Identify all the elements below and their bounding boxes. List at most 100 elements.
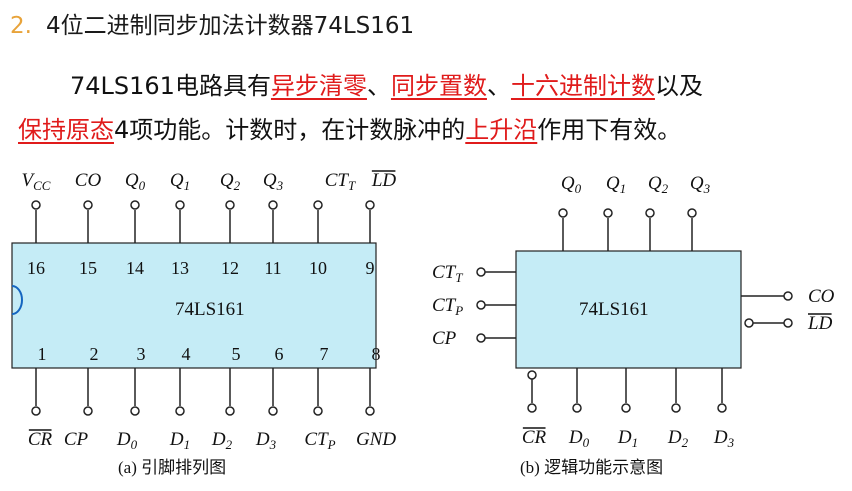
pin-label-main: Q — [125, 170, 139, 191]
pin-terminal — [621, 403, 631, 413]
pin-label-main: V — [22, 170, 36, 191]
chip-a-bottom-pin: 5D2 — [211, 344, 241, 452]
pin-label: Q3 — [690, 173, 711, 196]
chip-b-bottom-pin: D2 — [667, 368, 689, 450]
chip-b-left-pin: CP — [432, 328, 516, 349]
chip-a-top-pin: 12 Q2 — [220, 170, 241, 278]
pin-terminal — [83, 200, 93, 210]
inversion-bubble — [527, 370, 537, 380]
pin-arrangement-diagram: 74LS161 16VCC15CO14Q013Q112Q211Q310CTT9L… — [11, 170, 397, 477]
pin-terminal — [527, 403, 537, 413]
pin-label: D0 — [116, 429, 138, 452]
pin-label: D2 — [211, 429, 233, 452]
pin-number: 11 — [264, 258, 281, 278]
pin-label-main: CO — [808, 286, 835, 307]
pin-label-main: CT — [432, 262, 457, 283]
pin-label-main: D — [169, 429, 184, 450]
chip-b-right-pin: LD — [744, 313, 833, 334]
paragraph-text: 、 — [486, 72, 511, 100]
pin-label: GND — [356, 429, 396, 450]
heading-number: 2. — [10, 13, 32, 39]
pin-label: CO — [808, 286, 835, 307]
pin-label-sub: 3 — [269, 437, 277, 452]
pin-label-sub: 3 — [276, 178, 284, 193]
pin-terminal — [783, 291, 793, 301]
pin-label-main: D — [713, 427, 728, 448]
pin-label-main: CO — [75, 170, 102, 191]
pin-label: VCC — [22, 170, 51, 193]
pin-label-main: CT — [432, 295, 457, 316]
pin-label: Q1 — [170, 170, 190, 193]
pin-label-sub: 3 — [703, 181, 711, 196]
pin-label-sub: 0 — [583, 435, 590, 450]
inversion-bubble — [744, 318, 754, 328]
chip-a-bottom-pin: 3D0 — [116, 344, 146, 452]
highlighted-term: 上升沿 — [465, 116, 538, 144]
pin-label-main: Q — [263, 170, 277, 191]
pin-label-main: CR — [522, 427, 547, 448]
pin-label-main: CP — [64, 429, 89, 450]
pin-label-main: D — [667, 427, 682, 448]
pin-terminal — [313, 200, 323, 210]
pin-number: 5 — [232, 344, 241, 364]
chip-a-bottom-pin: 6D3 — [255, 344, 284, 452]
pin-terminal — [603, 208, 613, 218]
pin-label: Q2 — [648, 173, 669, 196]
pin-number: 10 — [309, 258, 327, 278]
chip-b-top-pin: Q2 — [645, 173, 669, 251]
pin-label-sub: 0 — [139, 178, 146, 193]
pin-label-sub: P — [454, 303, 463, 318]
pin-terminal — [175, 200, 185, 210]
pin-label-main: LD — [807, 313, 833, 334]
caption-b: (b) 逻辑功能示意图 — [520, 458, 663, 477]
chip-b-bottom-pin: D1 — [617, 368, 638, 450]
pin-number: 9 — [366, 258, 375, 278]
chip-b-bottom-pin: CR — [522, 370, 547, 448]
paragraph-text: 作用下有效。 — [537, 116, 682, 144]
pin-label-sub: T — [455, 270, 463, 285]
pin-label-sub: P — [327, 437, 336, 452]
pin-label-main: D — [211, 429, 226, 450]
pin-terminal — [476, 267, 486, 277]
pin-terminal — [225, 200, 235, 210]
chip-a-label: 74LS161 — [175, 299, 245, 320]
chip-b-label: 74LS161 — [579, 299, 649, 320]
pin-label: Q3 — [263, 170, 284, 193]
pin-terminal — [783, 318, 793, 328]
pin-label-main: CT — [325, 170, 350, 191]
paragraph-text: 、 — [366, 72, 391, 100]
chip-a-bottom-pin: 2CP — [64, 344, 99, 450]
chip-b-left-pin: CTT — [432, 262, 516, 285]
pin-terminal — [687, 208, 697, 218]
pin-number: 2 — [90, 344, 99, 364]
pin-label: D1 — [617, 427, 638, 450]
pin-label: Q1 — [606, 173, 626, 196]
pin-terminal — [476, 300, 486, 310]
pin-label: CR — [28, 429, 53, 450]
paragraph-text: 74LS161电路具有 — [70, 72, 271, 100]
pin-label: Q0 — [561, 173, 582, 196]
pin-number: 16 — [27, 258, 45, 278]
pin-label-main: Q — [220, 170, 234, 191]
pin-label: CTP — [432, 295, 463, 318]
pin-label-main: CR — [28, 429, 53, 450]
pin-label: CP — [64, 429, 89, 450]
caption-a: (a) 引脚排列图 — [118, 458, 226, 477]
pin-number: 12 — [221, 258, 239, 278]
pin-label: LD — [371, 170, 397, 191]
chip-b-bottom-pin: D0 — [568, 368, 590, 450]
pin-number: 1 — [38, 344, 47, 364]
chip-b-left-pin: CTP — [432, 295, 516, 318]
pin-label-main: Q — [648, 173, 662, 194]
pin-label: D1 — [169, 429, 190, 452]
pin-label-main: Q — [690, 173, 704, 194]
paragraph-line-1: 74LS161电路具有异步清零、同步置数、十六进制计数以及 — [70, 66, 703, 101]
pin-number: 15 — [79, 258, 97, 278]
pin-label-sub: 2 — [234, 178, 241, 193]
pin-label-sub: 2 — [226, 437, 233, 452]
pin-terminal — [365, 406, 375, 416]
